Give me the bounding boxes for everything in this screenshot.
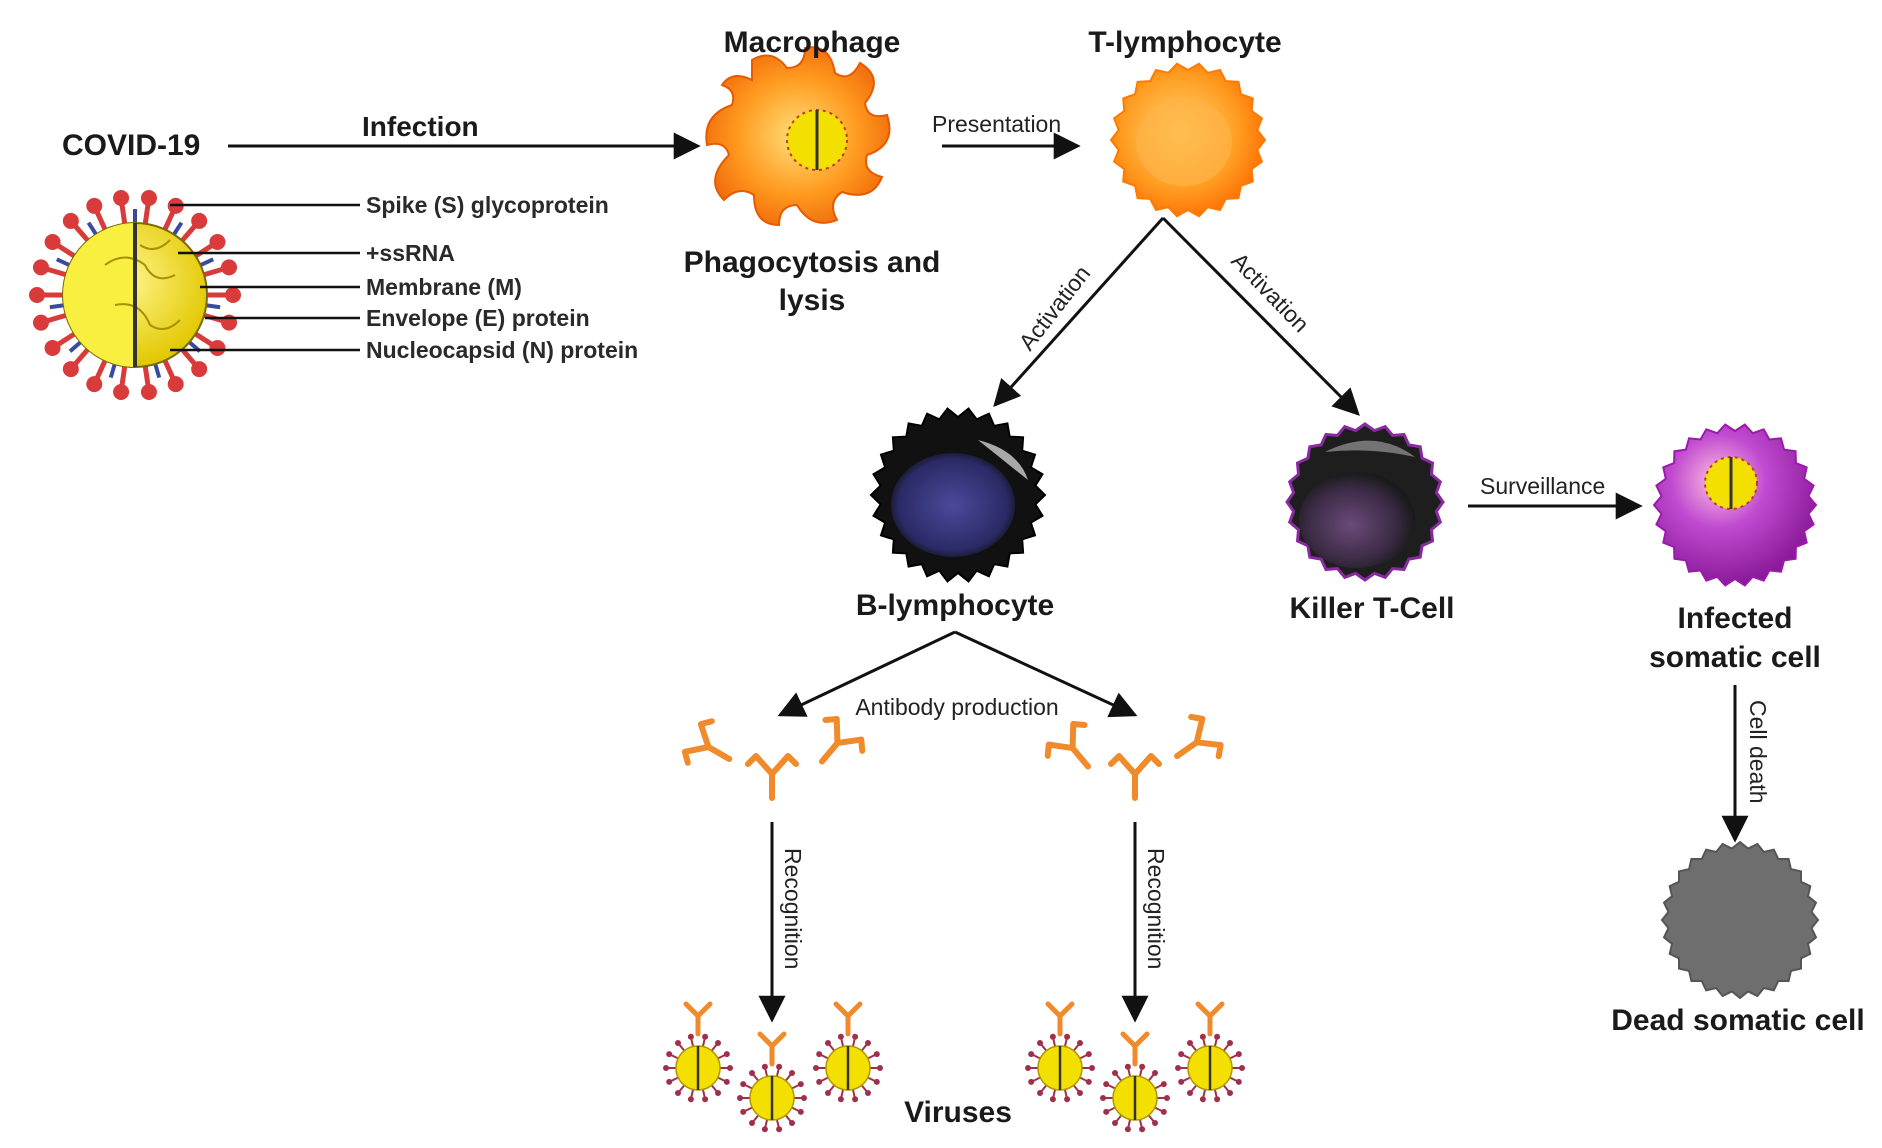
arrow-antibody-right bbox=[954, 630, 1138, 718]
antibody bbox=[1174, 713, 1224, 760]
virus-part-nucleocapsid: Nucleocapsid (N) protein bbox=[366, 337, 638, 363]
spike-head bbox=[209, 339, 226, 356]
phagocytosis-label-line2: lysis bbox=[779, 284, 846, 317]
virus-group-right bbox=[1025, 1001, 1245, 1133]
edge-label-cell-death: Cell death bbox=[1745, 700, 1771, 804]
virus-part-envelope: Envelope (E) protein bbox=[366, 305, 590, 331]
edge-label-surveillance: Surveillance bbox=[1480, 473, 1605, 499]
macrophage-label: Macrophage bbox=[724, 26, 901, 59]
spike-head bbox=[44, 234, 61, 251]
macrophage-illustration bbox=[705, 46, 891, 227]
virus-group-left bbox=[663, 1001, 883, 1133]
spike-head bbox=[86, 376, 103, 393]
edge-label-presentation: Presentation bbox=[932, 111, 1061, 137]
edge-label-recognition-left: Recognition bbox=[780, 848, 806, 969]
spike-head bbox=[62, 361, 79, 378]
infected-label-line1: Infected bbox=[1677, 602, 1792, 635]
antibody bbox=[745, 753, 799, 801]
t-lymphocyte-label: T-lymphocyte bbox=[1088, 26, 1281, 59]
t-lymphocyte-illustration bbox=[1109, 62, 1267, 218]
spike-head bbox=[113, 189, 130, 206]
spike-head bbox=[225, 287, 241, 303]
antibody bbox=[1044, 720, 1091, 770]
spike-head bbox=[113, 384, 130, 401]
virus-particle bbox=[1175, 1001, 1245, 1103]
viruses-label: Viruses bbox=[904, 1096, 1012, 1129]
spike-head bbox=[86, 197, 103, 214]
arrow-activation-left bbox=[993, 216, 1165, 408]
virus-part-membrane: Membrane (M) bbox=[366, 274, 522, 300]
dead-cell-label: Dead somatic cell bbox=[1611, 1004, 1864, 1037]
virus-particle bbox=[737, 1031, 807, 1133]
spike-head bbox=[29, 287, 45, 303]
killer-t-cell-label: Killer T-Cell bbox=[1289, 592, 1454, 625]
spike-head bbox=[191, 361, 208, 378]
arrows bbox=[228, 132, 1749, 1023]
arrow-activation-right bbox=[1161, 216, 1360, 416]
infected-cell-illustration bbox=[1652, 423, 1818, 587]
spike-head bbox=[191, 212, 208, 229]
spike-head bbox=[140, 384, 157, 401]
spike-head bbox=[221, 259, 238, 276]
covid-virus-illustration bbox=[29, 189, 241, 401]
virus-particle bbox=[663, 1001, 733, 1103]
virus-part-spike: Spike (S) glycoprotein bbox=[366, 192, 609, 218]
edge-label-recognition-right: Recognition bbox=[1143, 848, 1169, 969]
killer-t-cell-illustration bbox=[1285, 422, 1445, 582]
antibody bbox=[819, 715, 866, 765]
spike-head bbox=[44, 339, 61, 356]
spike-head bbox=[167, 376, 184, 393]
antibody-group-left bbox=[681, 715, 866, 801]
virus-particle bbox=[1100, 1031, 1170, 1133]
virus-particle bbox=[813, 1001, 883, 1103]
edge-label-infection: Infection bbox=[362, 111, 479, 142]
infected-label-line2: somatic cell bbox=[1649, 641, 1821, 674]
virus-part-ssrna: +ssRNA bbox=[366, 240, 455, 266]
spike-head bbox=[140, 189, 157, 206]
virus-particle bbox=[1025, 1001, 1095, 1103]
dead-cell-illustration bbox=[1660, 840, 1820, 1000]
edge-label-activation-right: Activation bbox=[1226, 247, 1314, 337]
b-lymphocyte-label: B-lymphocyte bbox=[856, 589, 1054, 622]
arrow-antibody-left bbox=[777, 630, 956, 717]
antibody bbox=[1108, 753, 1162, 801]
antibody-group-right bbox=[1044, 713, 1224, 801]
covid-label: COVID-19 bbox=[62, 129, 200, 162]
virus-part-leaders bbox=[170, 203, 360, 352]
antibody bbox=[681, 718, 733, 766]
spike-head bbox=[32, 314, 49, 331]
edge-label-antibody-production: Antibody production bbox=[855, 694, 1058, 720]
b-lymphocyte-illustration bbox=[869, 407, 1047, 583]
spike-head bbox=[32, 259, 49, 276]
spike-head bbox=[62, 212, 79, 229]
spike-head bbox=[209, 234, 226, 251]
phagocytosis-label-line1: Phagocytosis and bbox=[684, 246, 941, 279]
